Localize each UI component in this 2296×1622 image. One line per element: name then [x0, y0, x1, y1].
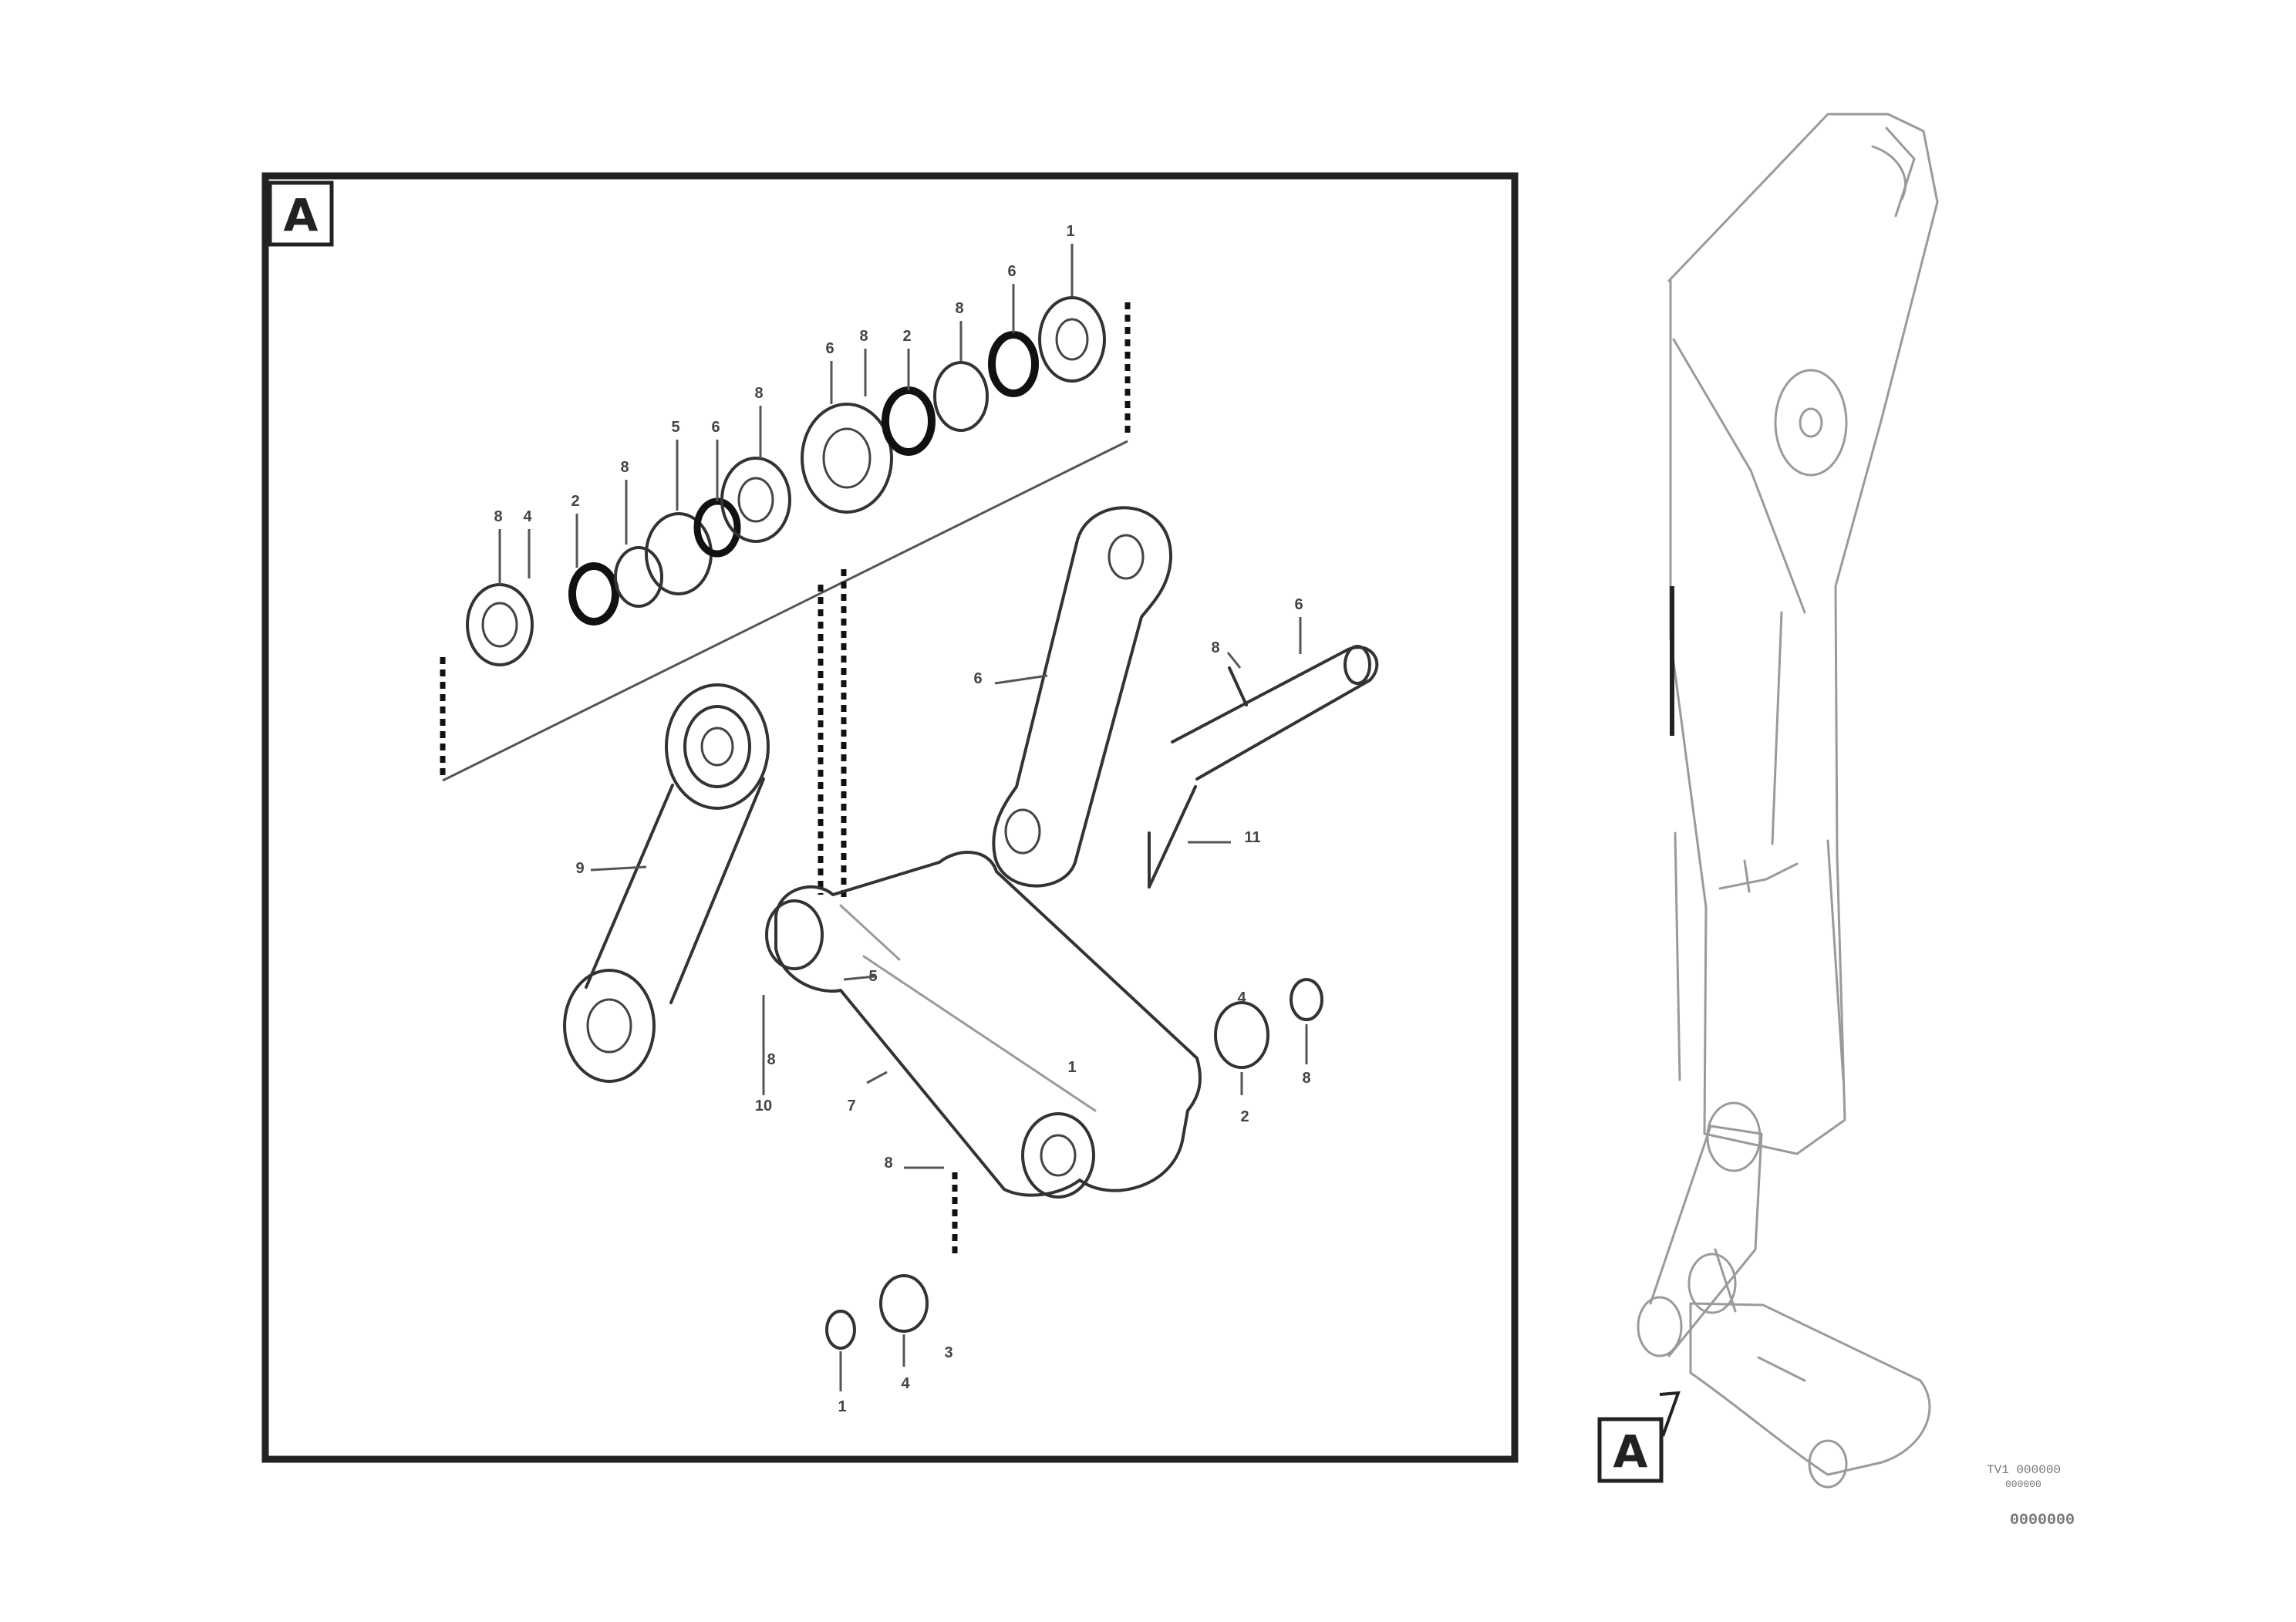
overview-label: A	[1613, 1425, 1648, 1478]
callout-6: 6	[973, 670, 982, 687]
callout-leaders	[498, 244, 1308, 1391]
overview-label-box	[1597, 1417, 1664, 1483]
callout-6: 6	[711, 419, 720, 436]
arm-outline	[1667, 113, 1939, 1155]
callout-2: 2	[571, 493, 579, 510]
bushing-stack-right	[801, 296, 1106, 514]
detail-label-box	[268, 180, 334, 247]
overview-view: A	[1597, 113, 1939, 1489]
callout-8: 8	[884, 1155, 892, 1172]
callout-1: 1	[1067, 1059, 1076, 1076]
callout-2: 2	[902, 328, 911, 345]
callout-5: 5	[671, 419, 679, 436]
lever-7	[765, 851, 1202, 1199]
callout-6: 6	[825, 340, 834, 357]
callout-labels: 8 4 2 8 5 6 8 6 8 2 8 6 1 6 6 8 11 9 5 10 7 2 8 8 4 1 8 4 1 3	[494, 223, 1310, 1415]
assembly-lines	[440, 302, 1131, 1257]
callout-10: 10	[755, 1098, 772, 1114]
callout-4: 4	[523, 508, 532, 525]
overview-leader	[1659, 1391, 1681, 1437]
detail-frame	[261, 172, 1519, 1463]
callout-1: 1	[838, 1398, 846, 1415]
drawing-id: 0000000	[2010, 1512, 2075, 1529]
callout-6: 6	[1007, 263, 1016, 280]
bushing-stack-left	[466, 457, 791, 666]
callout-6: 6	[1294, 596, 1303, 613]
drawing-code-line1: TV1 000000	[1987, 1463, 2061, 1477]
callout-8: 8	[620, 459, 629, 476]
callout-4: 4	[901, 1375, 910, 1392]
detail-label: A	[284, 189, 319, 241]
detail-view-a: A	[261, 172, 1519, 1463]
callout-1: 1	[1066, 223, 1074, 240]
callout-9: 9	[575, 860, 584, 877]
pin-8	[1148, 645, 1379, 889]
callout-8: 8	[1302, 1070, 1310, 1087]
drawing-code-line2: 000000	[2005, 1479, 2041, 1490]
callout-11: 11	[1244, 829, 1260, 846]
callout-7: 7	[847, 1098, 855, 1114]
bucket-linkage	[1637, 1101, 1931, 1489]
callout-8: 8	[494, 508, 502, 525]
callout-3: 3	[944, 1344, 952, 1361]
drawing-code: TV1 000000 000000 0000000	[1987, 1463, 2075, 1529]
callout-8: 8	[1211, 639, 1219, 656]
callout-8: 8	[859, 328, 868, 345]
callout-8: 8	[767, 1051, 775, 1068]
link-11	[992, 506, 1173, 888]
link-10	[563, 683, 770, 1083]
callout-4: 4	[1237, 990, 1246, 1007]
loose-washers	[825, 978, 1323, 1350]
callout-5: 5	[868, 968, 877, 985]
callout-8: 8	[955, 300, 963, 317]
callout-2: 2	[1240, 1108, 1249, 1125]
callout-8: 8	[754, 385, 763, 402]
